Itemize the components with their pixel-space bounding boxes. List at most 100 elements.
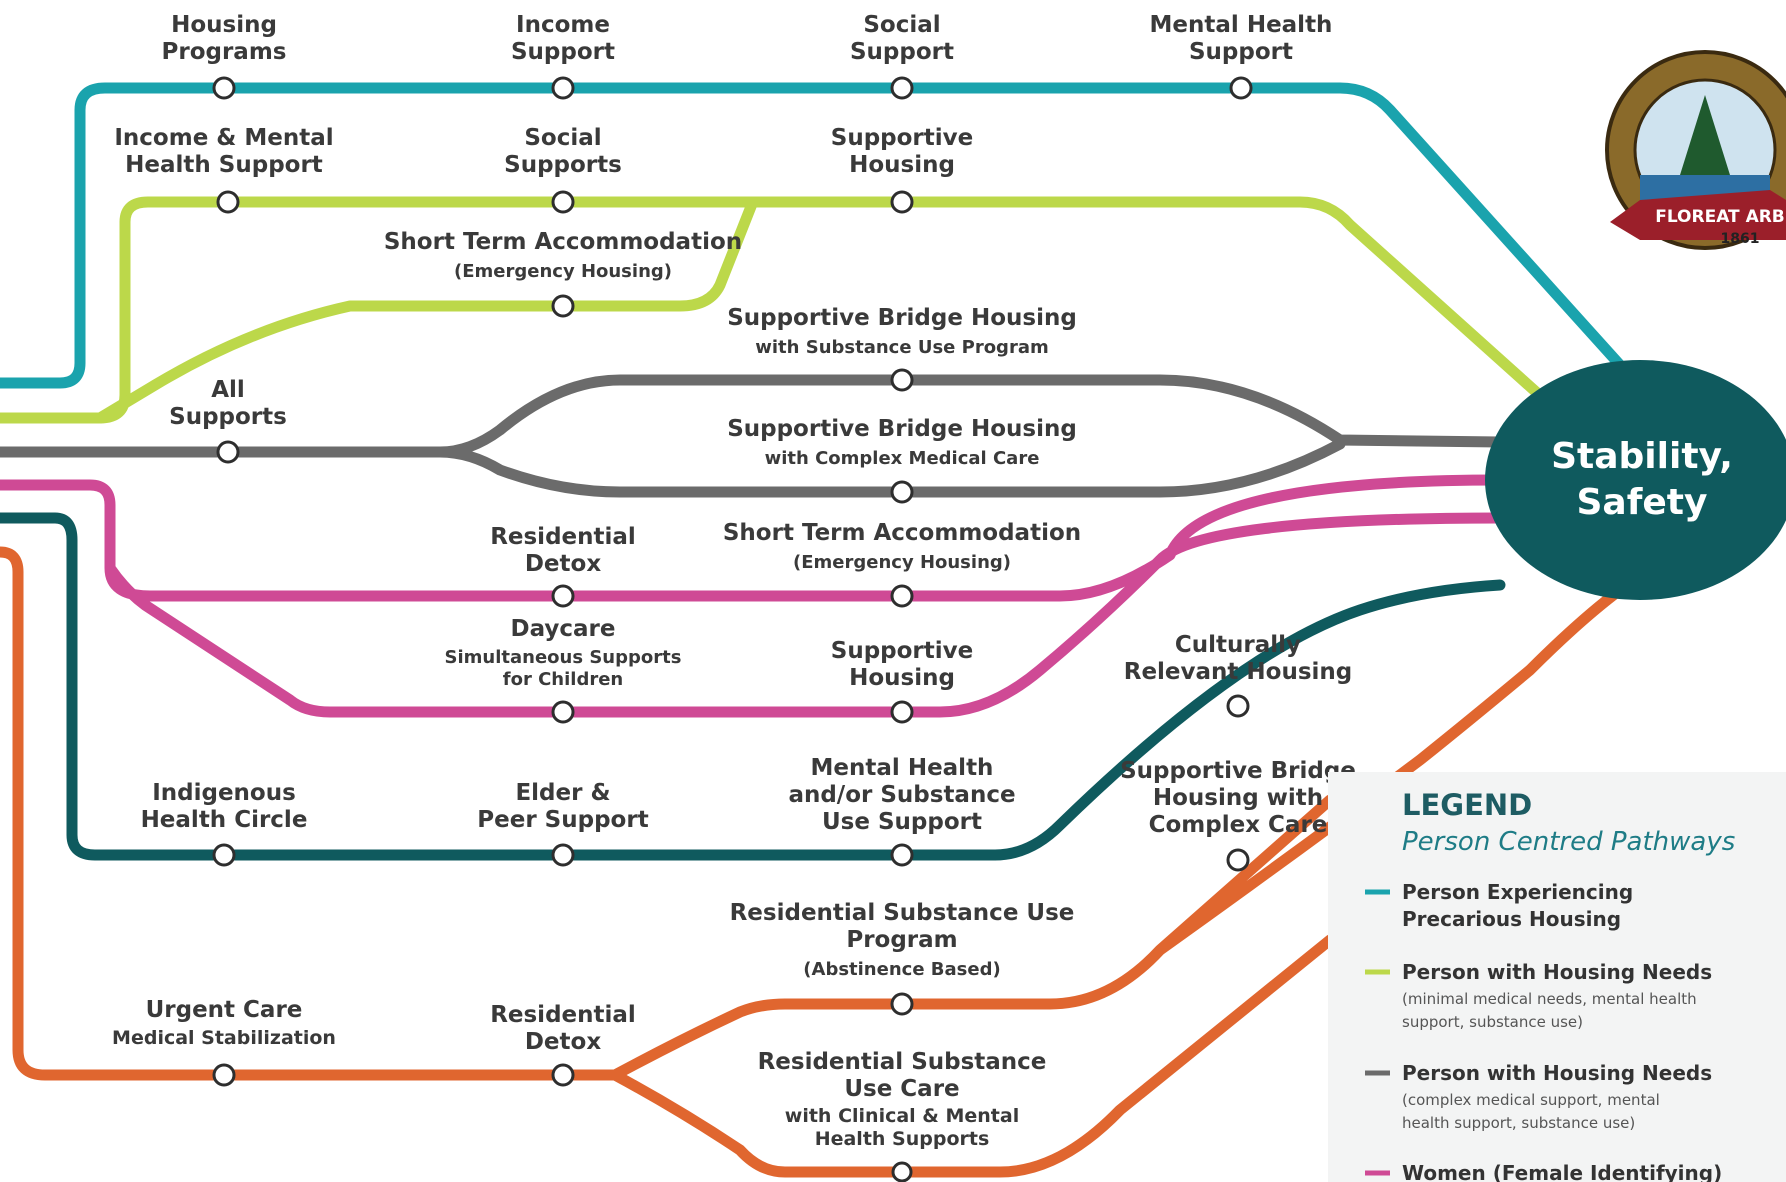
label-sbh-medical-title: Supportive Bridge Housing	[727, 416, 1077, 442]
legend-item-2-line1: Person with Housing Needs	[1402, 960, 1712, 984]
stop-short-term-accommodation-1[interactable]	[551, 294, 575, 318]
legend-item-1-line1: Person Experiencing	[1402, 880, 1633, 904]
stop-sbh-complex-care[interactable]	[1226, 848, 1250, 872]
stop-short-term-accommodation-2[interactable]	[890, 584, 914, 608]
label-daycare-title: Daycare	[511, 616, 616, 642]
hub-label-line1: Stability,	[1551, 436, 1733, 477]
stop-all-supports[interactable]	[216, 440, 240, 464]
label-rsuc-sub2: Health Supports	[815, 1128, 990, 1150]
label-mental-health-support-1: Mental Health	[1150, 12, 1333, 38]
orange-line	[0, 546, 1626, 1178]
label-supportive-housing-2b: Housing	[849, 665, 955, 691]
stop-culturally-relevant-housing[interactable]	[1226, 694, 1250, 718]
label-sta-1-sub: (Emergency Housing)	[454, 261, 672, 282]
label-rsuc-2: Use Care	[844, 1076, 959, 1102]
pink-line	[0, 474, 1506, 718]
stop-indigenous-health-circle[interactable]	[212, 843, 236, 867]
label-social-supports-1: Social	[524, 125, 601, 151]
legend-item-3-note2: health support, substance use)	[1402, 1114, 1635, 1132]
label-social-support-1: Social	[863, 12, 940, 38]
legend-subtitle: Person Centred Pathways	[1402, 827, 1735, 857]
stability-safety-hub[interactable]: Stability, Safety	[1485, 360, 1786, 600]
label-all-supports-1: All	[211, 377, 245, 403]
label-residential-detox-1b: Detox	[525, 551, 601, 577]
stop-residential-detox-1[interactable]	[551, 584, 575, 608]
stop-sbh-substance[interactable]	[890, 368, 914, 392]
label-culturally-relevant-1: Culturally	[1175, 632, 1301, 658]
label-mental-health-support-2: Support	[1189, 39, 1293, 65]
stops	[212, 76, 1253, 1182]
legend-panel	[1328, 772, 1786, 1182]
tree-icon	[1680, 95, 1730, 175]
stop-residential-detox-2[interactable]	[551, 1063, 575, 1087]
stop-supportive-housing-2[interactable]	[890, 700, 914, 724]
teal-line	[0, 82, 1626, 389]
stop-rsuc[interactable]	[891, 1161, 913, 1182]
label-urgent-care-title: Urgent Care	[146, 997, 303, 1023]
label-rsup-2: Program	[846, 927, 957, 953]
label-all-supports-2: Supports	[169, 404, 287, 430]
label-daycare-sub2: for Children	[503, 669, 624, 690]
stop-elder-peer-support[interactable]	[551, 843, 575, 867]
stop-income-support[interactable]	[551, 76, 575, 100]
stop-rsup[interactable]	[890, 992, 914, 1016]
legend-item-2-note2: support, substance use)	[1402, 1013, 1583, 1031]
legend: LEGEND Person Centred Pathways Person Ex…	[1328, 772, 1786, 1182]
label-income-mental-2: Health Support	[125, 152, 323, 178]
label-rsuc-1: Residential Substance	[758, 1049, 1047, 1075]
stop-urgent-care[interactable]	[212, 1063, 236, 1087]
label-sbh-medical-sub: with Complex Medical Care	[765, 448, 1040, 469]
stop-mh-substance-use[interactable]	[890, 843, 914, 867]
label-income-support-2: Support	[511, 39, 615, 65]
label-mh-substance-2: and/or Substance	[788, 782, 1015, 808]
hub-circle	[1485, 360, 1786, 600]
label-supportive-housing-1a: Supportive	[831, 125, 973, 151]
legend-item-3-line1: Person with Housing Needs	[1402, 1061, 1712, 1085]
legend-item-3-note1: (complex medical support, mental	[1402, 1091, 1660, 1109]
hub-label-line2: Safety	[1577, 482, 1708, 523]
gray-line	[0, 374, 1506, 498]
legend-item-1-line2: Precarious Housing	[1402, 907, 1621, 931]
label-elder-peer-1: Elder &	[515, 780, 610, 806]
label-social-support-2: Support	[850, 39, 954, 65]
stop-income-mental-health[interactable]	[216, 190, 240, 214]
label-indigenous-2: Health Circle	[141, 807, 308, 833]
label-sbh-substance-title: Supportive Bridge Housing	[727, 305, 1077, 331]
label-urgent-care-sub: Medical Stabilization	[112, 1027, 336, 1049]
label-supportive-housing-1b: Housing	[849, 152, 955, 178]
label-daycare-sub1: Simultaneous Supports	[445, 647, 682, 668]
label-social-supports-2: Supports	[504, 152, 622, 178]
stop-social-support[interactable]	[890, 76, 914, 100]
label-residential-detox-2a: Residential	[490, 1002, 636, 1028]
label-residential-detox-1a: Residential	[490, 524, 636, 550]
seal-banner	[1610, 190, 1786, 240]
label-income-support-1: Income	[516, 12, 610, 38]
label-rsup-1: Residential Substance Use	[730, 900, 1075, 926]
label-culturally-relevant-2: Relevant Housing	[1124, 659, 1353, 685]
stop-daycare[interactable]	[551, 700, 575, 724]
stop-housing-programs[interactable]	[212, 76, 236, 100]
label-sbh-complex-3: Complex Care	[1149, 812, 1328, 838]
svg-text:1861: 1861	[1721, 231, 1760, 247]
municipal-seal-logo: FLOREAT ARB 1861	[1605, 50, 1786, 250]
label-income-mental-1: Income & Mental	[114, 125, 333, 151]
stop-supportive-housing-1[interactable]	[890, 190, 914, 214]
stop-sbh-medical[interactable]	[890, 480, 914, 504]
label-sbh-substance-sub: with Substance Use Program	[755, 337, 1048, 358]
label-rsuc-sub1: with Clinical & Mental	[785, 1105, 1019, 1127]
lime-branch-line	[94, 198, 758, 424]
label-residential-detox-2b: Detox	[525, 1029, 601, 1055]
label-mh-substance-1: Mental Health	[811, 755, 994, 781]
label-sbh-complex-1: Supportive Bridge	[1120, 758, 1356, 784]
label-housing-programs-2: Programs	[162, 39, 287, 65]
label-sta-2-title: Short Term Accommodation	[723, 520, 1081, 546]
svg-text:FLOREAT ARB: FLOREAT ARB	[1655, 207, 1785, 227]
label-indigenous-1: Indigenous	[152, 780, 296, 806]
stop-mental-health-support[interactable]	[1229, 76, 1253, 100]
label-mh-substance-3: Use Support	[822, 809, 982, 835]
legend-item-4-line1: Women (Female Identifying)	[1402, 1161, 1722, 1182]
legend-item-2-note1: (minimal medical needs, mental health	[1402, 990, 1697, 1008]
stop-social-supports[interactable]	[551, 190, 575, 214]
label-elder-peer-2: Peer Support	[477, 807, 648, 833]
